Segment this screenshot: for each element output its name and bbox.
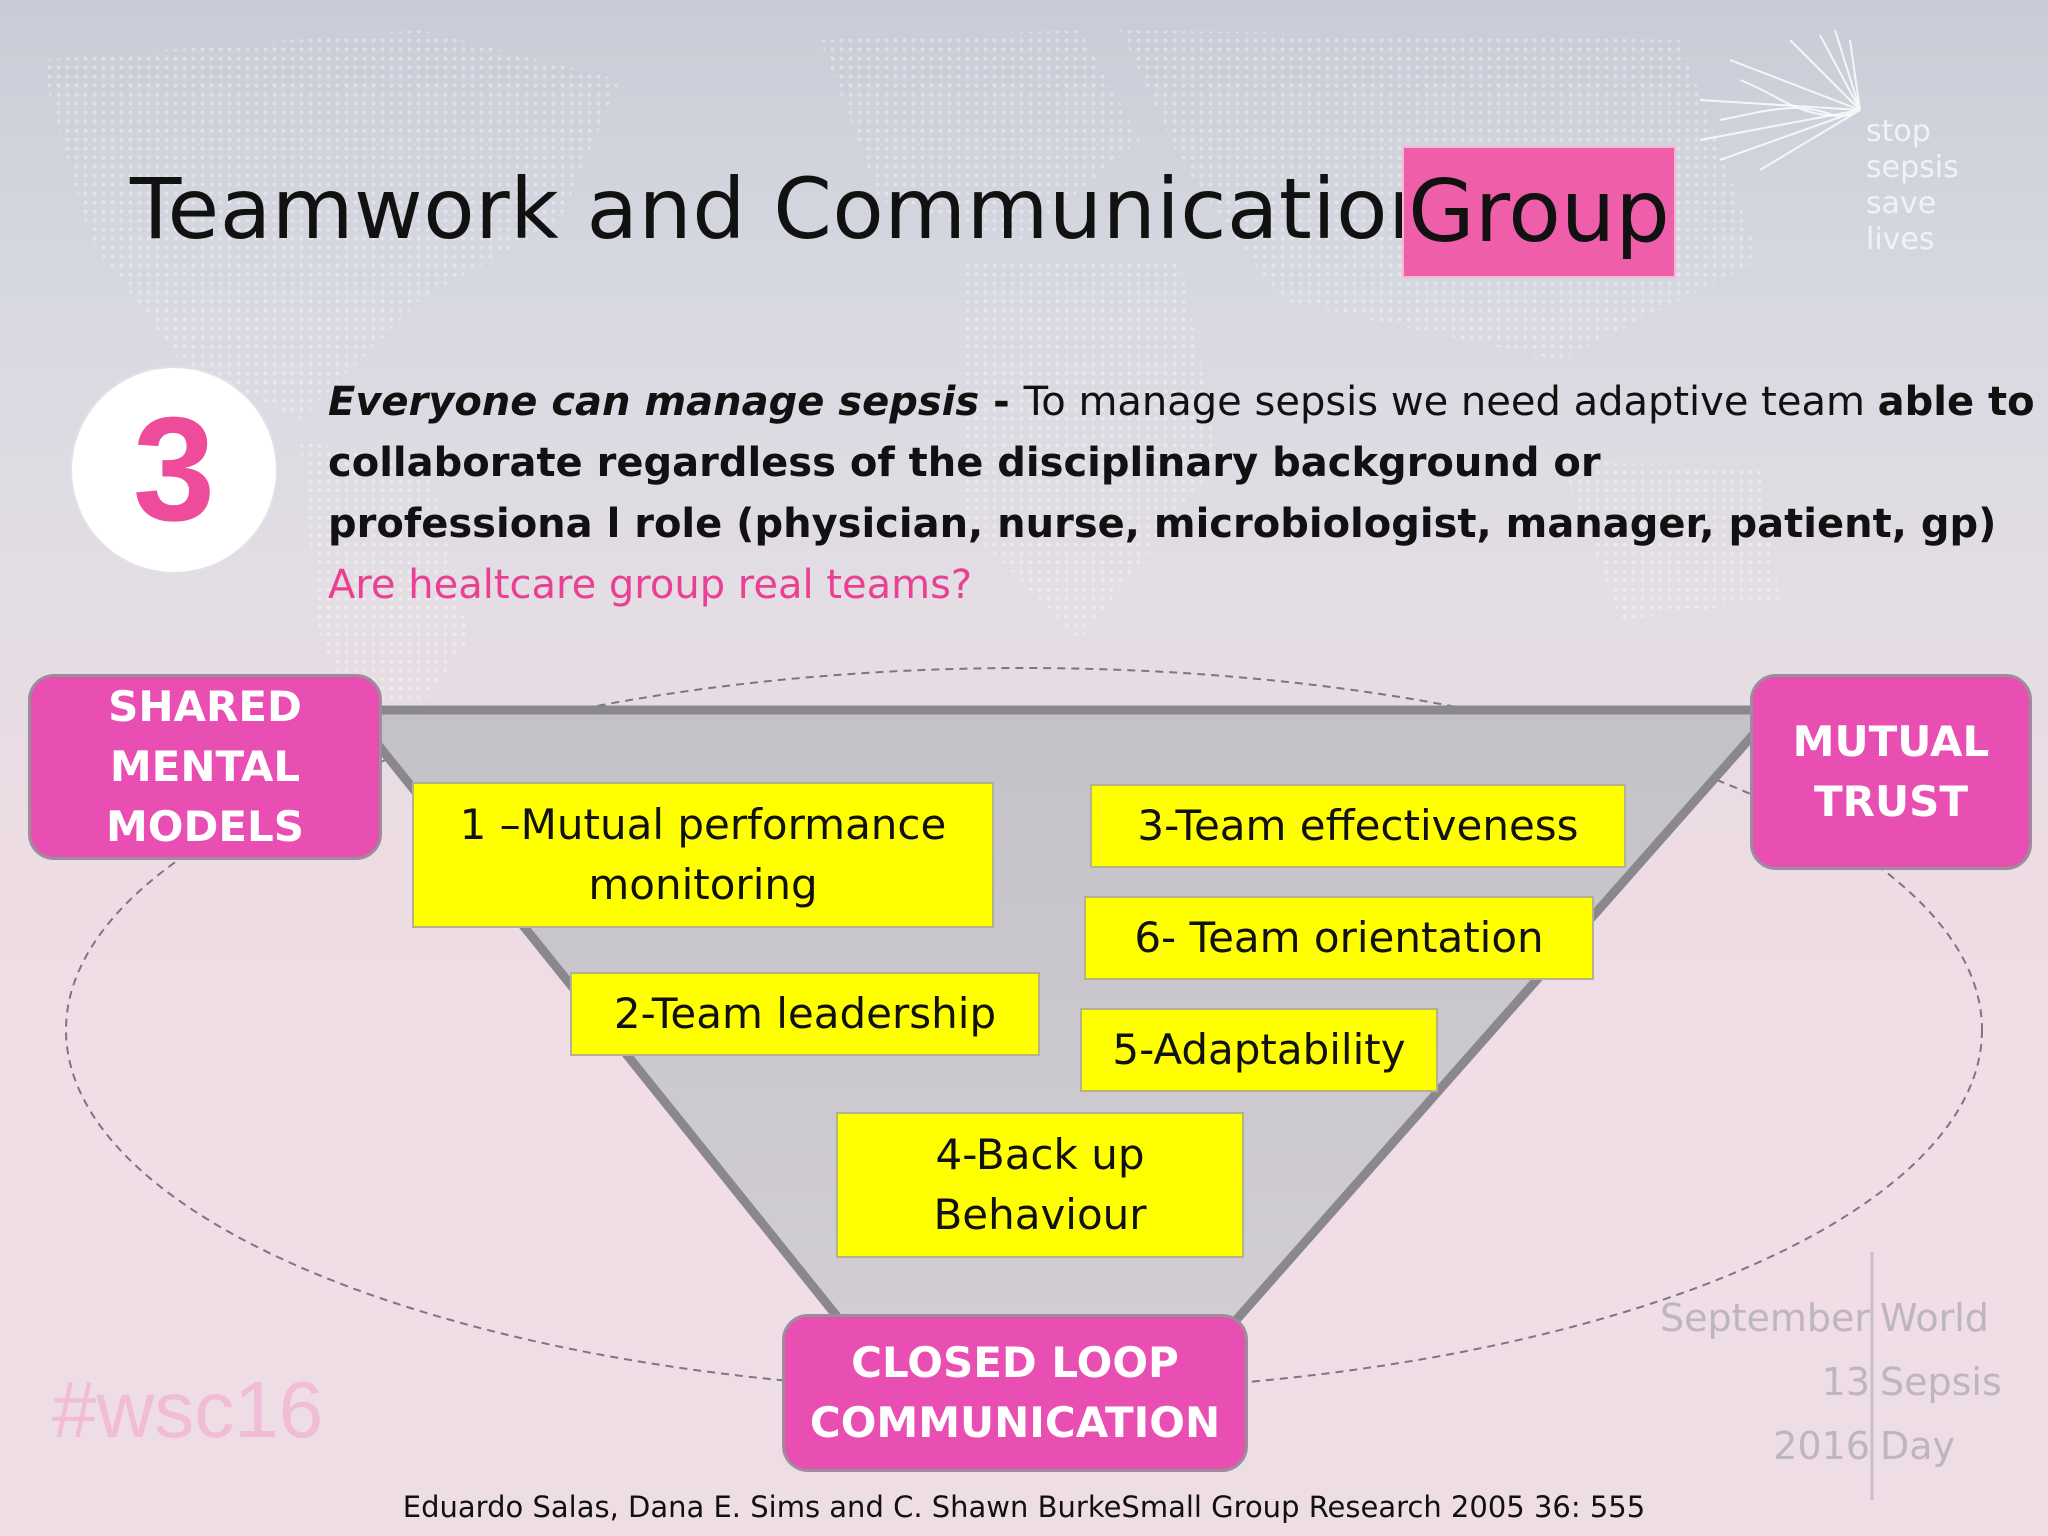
shared-mental-models-box: SHARED MENTAL MODELS: [28, 674, 382, 860]
intro-line-2: collaborate regardless of the disciplina…: [328, 440, 1601, 486]
intro-line-1: Everyone can manage sepsis - To manage s…: [328, 372, 2035, 433]
intro-bold: able to: [1877, 379, 2035, 425]
intro-question: Are healtcare group real teams?: [328, 562, 973, 608]
corner-label: SHARED: [108, 682, 302, 731]
component-label: monitoring: [588, 860, 818, 909]
component-label: Behaviour: [933, 1190, 1147, 1239]
component-team-effectiveness: 3-Team effectiveness: [1090, 784, 1626, 868]
logo-line: save: [1866, 186, 1937, 221]
event-name-line: World: [1880, 1296, 1989, 1340]
corner-label: CLOSED LOOP: [851, 1338, 1179, 1387]
corner-label: COMMUNICATION: [809, 1398, 1221, 1447]
intro-regular: To manage sepsis we need adaptive team: [1023, 379, 1878, 425]
title-highlight-group: Group: [1402, 146, 1676, 278]
stop-sepsis-logo: stop sepsis save lives: [1866, 114, 1959, 258]
corner-label: TRUST: [1814, 777, 1968, 826]
mutual-trust-box: MUTUAL TRUST: [1750, 674, 2032, 870]
intro-dash: -: [979, 379, 1024, 425]
corner-label: MUTUAL: [1792, 717, 1990, 766]
starburst-logo-icon: [1699, 29, 1861, 171]
event-date-line: 13: [1821, 1360, 1870, 1404]
intro-italic: Everyone can manage sepsis: [328, 379, 980, 425]
closed-loop-communication-box: CLOSED LOOP COMMUNICATION: [782, 1314, 1248, 1472]
component-label: 1 –Mutual performance: [459, 800, 947, 849]
component-mutual-performance-monitoring: 1 –Mutual performance monitoring: [412, 782, 994, 928]
corner-label: MENTAL: [109, 742, 301, 791]
corner-label: MODELS: [105, 802, 305, 851]
event-date: September 13 2016: [1640, 1286, 1870, 1478]
component-back-up-behaviour: 4-Back up Behaviour: [836, 1112, 1244, 1258]
slide-title: Teamwork and Communication –: [130, 160, 1512, 258]
event-name-line: Sepsis: [1880, 1360, 2002, 1404]
citation: Eduardo Salas, Dana E. Sims and C. Shawn…: [402, 1490, 1646, 1524]
dashed-ellipse: [65, 667, 1983, 1393]
component-adaptability: 5-Adaptability: [1080, 1008, 1438, 1092]
logo-line: sepsis: [1866, 150, 1959, 185]
logo-line: stop: [1866, 114, 1931, 149]
hashtag-watermark: #wsc16: [52, 1365, 324, 1454]
event-date-line: 2016: [1773, 1424, 1870, 1468]
event-name: World Sepsis Day: [1880, 1286, 2002, 1478]
step-number-badge: 3: [70, 366, 278, 574]
component-team-leadership: 2-Team leadership: [570, 972, 1040, 1056]
intro-text: Everyone can manage sepsis - To manage s…: [328, 372, 2035, 616]
component-label: 4-Back up: [935, 1130, 1145, 1179]
component-team-orientation: 6- Team orientation: [1084, 896, 1594, 980]
event-name-line: Day: [1880, 1424, 1956, 1468]
intro-line-3: professiona l role (physician, nurse, mi…: [328, 501, 1997, 547]
logo-line: lives: [1866, 222, 1935, 257]
event-date-line: September: [1659, 1296, 1870, 1340]
